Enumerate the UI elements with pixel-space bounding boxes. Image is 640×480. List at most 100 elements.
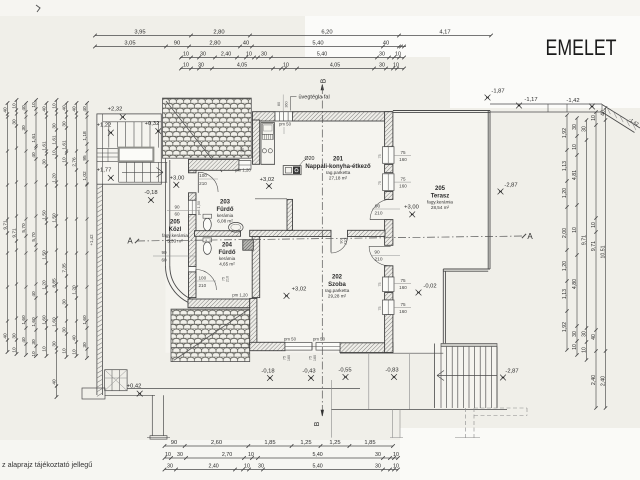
svg-text:30: 30 — [258, 463, 264, 469]
svg-text:1,25: 1,25 — [300, 440, 311, 446]
svg-text:Ø20: Ø20 — [304, 156, 314, 162]
svg-text:40: 40 — [31, 291, 37, 297]
svg-text:90: 90 — [374, 250, 380, 256]
svg-text:1,13: 1,13 — [562, 161, 568, 171]
svg-text:75: 75 — [378, 307, 382, 311]
svg-text:205: 205 — [435, 186, 446, 192]
svg-text:1,20: 1,20 — [71, 285, 77, 295]
svg-text:30: 30 — [581, 126, 587, 132]
svg-text:10: 10 — [283, 62, 289, 68]
svg-text:-0,55: -0,55 — [338, 367, 351, 373]
svg-text:6,20: 6,20 — [321, 29, 332, 35]
svg-text:EMELET: EMELET — [546, 35, 617, 60]
svg-text:40: 40 — [71, 106, 77, 112]
svg-text:pm 50: pm 50 — [284, 337, 297, 342]
svg-text:90: 90 — [240, 147, 245, 152]
svg-text:fagy.kerámia: fagy.kerámia — [427, 200, 453, 205]
svg-text:201: 201 — [333, 157, 344, 163]
svg-text:Szoba: Szoba — [328, 282, 346, 288]
svg-text:40: 40 — [41, 106, 47, 112]
svg-text:+3,00: +3,00 — [404, 204, 419, 210]
svg-text:4,65 m²: 4,65 m² — [219, 262, 235, 267]
svg-text:fagy.kerámia: fagy.kerámia — [162, 233, 188, 238]
svg-text:40: 40 — [591, 334, 597, 340]
svg-text:1,92: 1,92 — [562, 322, 568, 332]
svg-text:40: 40 — [71, 335, 77, 341]
svg-text:A: A — [527, 232, 533, 241]
svg-text:10: 10 — [393, 62, 399, 68]
svg-text:160: 160 — [399, 309, 407, 314]
svg-text:7,35: 7,35 — [61, 263, 67, 273]
svg-text:75: 75 — [400, 150, 406, 155]
svg-text:10: 10 — [183, 62, 189, 68]
svg-text:1,20: 1,20 — [562, 188, 568, 198]
svg-text:pm 50: pm 50 — [279, 122, 292, 127]
svg-text:30: 30 — [11, 333, 17, 339]
svg-text:-0,18: -0,18 — [144, 190, 157, 196]
svg-text:27,18 m²: 27,18 m² — [329, 176, 348, 181]
svg-text:40: 40 — [21, 105, 27, 111]
svg-text:9,71: 9,71 — [2, 220, 8, 230]
svg-text:30: 30 — [51, 341, 57, 347]
svg-text:1,60: 1,60 — [31, 317, 37, 327]
svg-text:10: 10 — [71, 349, 77, 355]
svg-text:2,60: 2,60 — [211, 440, 222, 446]
svg-text:205: 205 — [170, 220, 181, 226]
svg-text:5,70: 5,70 — [31, 232, 37, 242]
svg-text:30: 30 — [51, 123, 57, 129]
svg-text:-1,42: -1,42 — [566, 98, 579, 104]
svg-text:80: 80 — [277, 102, 281, 106]
svg-text:1,13: 1,13 — [562, 289, 568, 299]
svg-text:210: 210 — [199, 181, 207, 186]
svg-text:10,51: 10,51 — [600, 245, 606, 258]
svg-text:+3,00: +3,00 — [170, 175, 185, 181]
svg-text:-2,87: -2,87 — [505, 368, 518, 374]
svg-text:B: B — [314, 421, 321, 426]
svg-text:75: 75 — [400, 302, 406, 307]
svg-text:30: 30 — [198, 62, 204, 68]
svg-text:5,40: 5,40 — [317, 51, 327, 57]
svg-text:1,60: 1,60 — [51, 317, 57, 327]
svg-text:1,18: 1,18 — [82, 131, 88, 141]
svg-text:1,85: 1,85 — [364, 440, 375, 446]
svg-text:160: 160 — [399, 157, 407, 162]
svg-text:100: 100 — [199, 173, 207, 178]
svg-text:9,71: 9,71 — [11, 228, 17, 238]
svg-text:10: 10 — [572, 344, 578, 350]
svg-text:Közl: Közl — [169, 227, 182, 233]
svg-text:30: 30 — [572, 124, 578, 130]
svg-text:90: 90 — [161, 250, 167, 255]
svg-text:10: 10 — [581, 347, 587, 353]
svg-text:10: 10 — [393, 452, 399, 458]
svg-text:30: 30 — [61, 327, 67, 333]
svg-text:30: 30 — [41, 159, 47, 165]
svg-text:1,61: 1,61 — [31, 133, 37, 143]
svg-text:1,61: 1,61 — [41, 141, 47, 151]
svg-text:90: 90 — [171, 440, 177, 446]
svg-text:60: 60 — [174, 212, 180, 217]
svg-text:+2,32: +2,32 — [108, 107, 123, 113]
svg-text:kerámia: kerámia — [217, 213, 234, 218]
svg-text:30: 30 — [379, 51, 385, 57]
svg-text:10: 10 — [572, 144, 578, 150]
svg-text:10: 10 — [31, 102, 37, 108]
svg-text:1,50: 1,50 — [41, 250, 47, 260]
svg-text:10: 10 — [183, 51, 189, 57]
svg-text:75: 75 — [378, 283, 382, 287]
svg-text:1,61: 1,61 — [61, 140, 67, 150]
svg-text:1,20: 1,20 — [562, 261, 568, 271]
svg-text:-0,43: -0,43 — [302, 368, 315, 374]
svg-text:210: 210 — [198, 283, 206, 288]
svg-text:A: A — [127, 237, 133, 246]
svg-text:-1,87: -1,87 — [491, 89, 504, 95]
svg-text:+1,42: +1,42 — [89, 234, 94, 246]
svg-text:10: 10 — [61, 348, 67, 354]
svg-text:Fürdő: Fürdő — [217, 207, 234, 213]
svg-text:1,60: 1,60 — [82, 315, 88, 325]
svg-text:10: 10 — [395, 51, 401, 57]
svg-text:90: 90 — [340, 239, 344, 243]
svg-text:10: 10 — [393, 463, 399, 469]
svg-text:Terasz: Terasz — [431, 194, 450, 200]
svg-text:-0,02: -0,02 — [423, 283, 436, 289]
svg-text:1,20: 1,20 — [51, 173, 57, 183]
